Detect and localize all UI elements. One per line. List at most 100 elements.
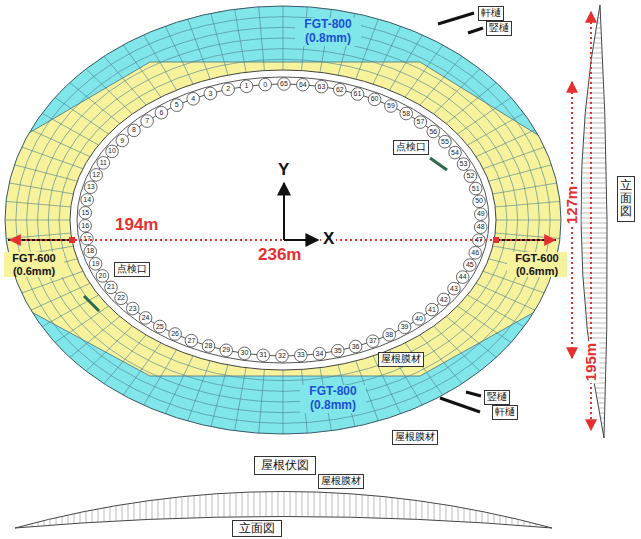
- grid-rib: [434, 326, 485, 375]
- dimension-mark: [493, 237, 499, 243]
- hatch-mark: [430, 158, 447, 170]
- hatch-line: [506, 450, 507, 530]
- hatch-line: [44, 450, 45, 530]
- callout-number: 6: [155, 107, 167, 119]
- callout-number: 0: [259, 79, 271, 91]
- hatch-line: [560, 138, 615, 139]
- callout-number: 40: [413, 313, 425, 325]
- grid-ring: [16, 17, 550, 424]
- column-circle: [240, 80, 253, 93]
- hatch-line: [56, 450, 57, 530]
- dimension-label: 194m: [115, 215, 158, 235]
- hatch-line: [560, 108, 615, 109]
- grid-rib: [493, 182, 564, 194]
- hatch-line: [194, 450, 195, 530]
- hatch-line: [560, 293, 615, 294]
- axis-label: Y: [278, 160, 289, 180]
- column-circle: [84, 245, 97, 258]
- column-circle: [171, 99, 184, 112]
- hatch-line: [104, 450, 105, 530]
- column-circle: [115, 292, 128, 305]
- hatch-line: [26, 450, 27, 530]
- hatch-line: [560, 18, 615, 19]
- callout-number: 20: [97, 270, 109, 282]
- column-circle: [141, 115, 154, 128]
- hatch-line: [536, 450, 537, 530]
- hatch-line: [560, 318, 615, 319]
- callout-number: 64: [297, 79, 309, 91]
- hatch-line: [560, 153, 615, 154]
- hatch-line: [560, 433, 615, 434]
- label-box: 点検口: [393, 140, 429, 155]
- hatch-line: [560, 83, 615, 84]
- column-circle: [464, 170, 477, 183]
- hatch-line: [560, 143, 615, 144]
- hatch-line: [404, 450, 405, 530]
- grid-rib: [0, 220, 70, 221]
- hatch-line: [422, 450, 423, 530]
- hatch-line: [542, 450, 543, 530]
- callout-number: 28: [203, 340, 215, 352]
- hatch-line: [560, 38, 615, 39]
- hatch-line: [362, 450, 363, 530]
- column-circle: [456, 271, 469, 284]
- callout-number: 32: [276, 350, 288, 362]
- hatch-line: [518, 450, 519, 530]
- hatch-line: [560, 48, 615, 49]
- callout-number: 29: [220, 344, 232, 356]
- hatch-line: [560, 168, 615, 169]
- callout-number: 24: [140, 312, 152, 324]
- callout-number: 4: [187, 93, 199, 105]
- column-circle: [96, 270, 109, 283]
- column-circle: [295, 349, 308, 362]
- grid-rib: [457, 94, 516, 134]
- material-spec: FGT-600 (0.6mm): [4, 252, 64, 277]
- hatch-line: [218, 450, 219, 530]
- callout-number: 14: [81, 194, 93, 206]
- hatch-line: [134, 450, 135, 530]
- callout-number: 51: [470, 183, 482, 195]
- column-circle: [222, 83, 235, 96]
- column-circle: [475, 208, 488, 221]
- grid-rib: [81, 326, 132, 375]
- callout-number: 44: [457, 271, 469, 283]
- hatch-line: [92, 450, 93, 530]
- callout-number: 3: [204, 88, 216, 100]
- hatch-line: [560, 238, 615, 239]
- hatch-line: [110, 450, 111, 530]
- grid-rib: [120, 343, 161, 400]
- hatch-line: [560, 58, 615, 59]
- column-circle: [154, 320, 167, 333]
- grid-rib: [405, 40, 446, 97]
- column-circle: [81, 194, 94, 207]
- grid-rib: [50, 306, 109, 346]
- callout-number: 16: [79, 220, 91, 232]
- column-circle: [457, 158, 470, 171]
- column-circle: [413, 313, 426, 326]
- column-circle: [427, 125, 440, 138]
- hatch-line: [548, 450, 549, 530]
- hatch-line: [560, 263, 615, 264]
- column-circle: [97, 157, 110, 170]
- grid-rib: [467, 295, 529, 330]
- hatch-line: [560, 243, 615, 244]
- hatch-line: [164, 450, 165, 530]
- callout-number: 2: [222, 83, 234, 95]
- label-box: 屋根膜材: [378, 352, 424, 367]
- grid-ring: [38, 38, 529, 402]
- grid-rib: [467, 110, 529, 145]
- hatch-line: [248, 450, 249, 530]
- column-circle: [464, 259, 477, 272]
- column-circle: [278, 78, 291, 91]
- column-circle: [400, 107, 413, 120]
- callout-number: 38: [383, 329, 395, 341]
- hatch-line: [230, 450, 231, 530]
- hatch-line: [464, 450, 465, 530]
- grid-rib: [25, 127, 90, 157]
- hatch-line: [560, 393, 615, 394]
- column-circle: [126, 302, 139, 315]
- grid-rib: [65, 316, 120, 361]
- hatch-line: [560, 398, 615, 399]
- grid-rib: [234, 3, 247, 72]
- column-circle: [474, 221, 487, 234]
